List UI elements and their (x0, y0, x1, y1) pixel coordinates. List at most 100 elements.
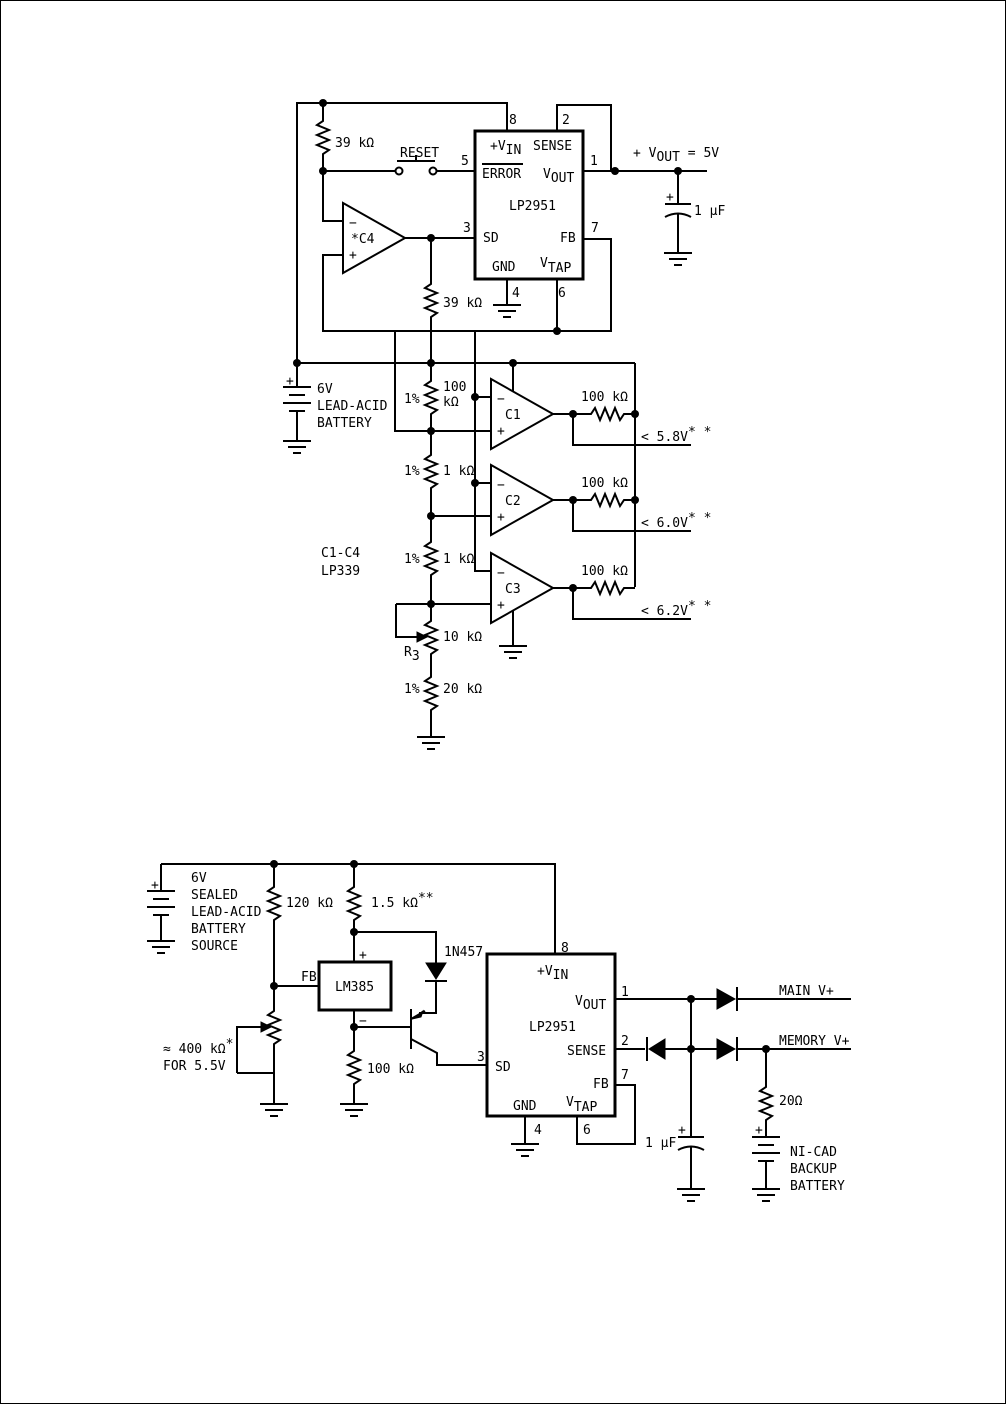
reset-switch: RESET (323, 146, 475, 176)
c4-minus: − (349, 216, 357, 231)
reference-lm385: LM385 FB + − (274, 948, 393, 1029)
divider-20k-pct: 1% (404, 682, 420, 697)
resistor-1k5: 1.5 kΩ** (345, 864, 434, 962)
reg2-pin-4: 4 (534, 1123, 542, 1138)
pin-label-error: ERROR (482, 167, 521, 182)
reference-bus (474, 330, 557, 572)
output-memory: MEMORY V+ (615, 1034, 851, 1061)
pin-label-vin: +VIN (490, 139, 521, 158)
output-main: MAIN V+ (615, 984, 851, 1011)
pin-number-8: 8 (509, 113, 517, 128)
c2-plus: + (497, 510, 505, 525)
resistor-1k5-label: 1.5 kΩ** (371, 891, 434, 911)
c3-label: C3 (505, 582, 521, 597)
reg2-vin: +VIN (537, 964, 568, 983)
reset-label: RESET (400, 146, 439, 161)
transistor (350, 1009, 487, 1066)
output-voltage-label: + VOUT = 5V (633, 146, 719, 165)
pot-400k-label: ≈ 400 kΩ* (163, 1037, 233, 1057)
resistor-39k-sd-label: 39 kΩ (443, 296, 482, 311)
battery-plus: + (286, 374, 294, 389)
resistor-120k: 120 kΩ ≈ 400 kΩ* FOR 5.5V (163, 864, 333, 1117)
regulator-lp2951-2: +VIN VOUT LP2951 SENSE SD FB GND VTAP 8 … (477, 941, 629, 1138)
diode-label: 1N457 (444, 945, 483, 960)
c3-minus: − (497, 566, 505, 581)
resistor-39k-sd: 39 kΩ (422, 238, 482, 363)
regulator-lp2951-1: +VIN SENSE ERROR VOUT LP2951 SD FB GND V… (461, 113, 599, 301)
c1-hyst-label: 100 kΩ (581, 390, 628, 405)
lm385-fb-label: FB (301, 970, 317, 985)
output-capacitor-2: + 1 μF (645, 999, 705, 1202)
pot-r3-label: R3 (404, 645, 420, 664)
battery-type: LEAD-ACID (317, 399, 388, 414)
c2-minus: − (497, 478, 505, 493)
output-capacitor-1: + 1 μF (664, 171, 725, 266)
c3-out-label: < 6.2V* * (641, 599, 711, 619)
pin-label-gnd: GND (492, 260, 516, 275)
divider-100k-pct: 1% (404, 392, 420, 407)
comparator-note-1: C1-C4 (321, 546, 360, 561)
pin-label-fb: FB (560, 231, 576, 246)
pot-10k-label: 10 kΩ (443, 630, 482, 645)
divider-20k-label: 20 kΩ (443, 682, 482, 697)
reg1-ground (493, 279, 521, 318)
backup-l1: NI-CAD (790, 1145, 837, 1160)
c3-plus: + (497, 598, 505, 613)
battery2-l5: SOURCE (191, 939, 238, 954)
resistor-20-label: 20Ω (779, 1094, 803, 1109)
backup-l3: BATTERY (790, 1179, 845, 1194)
lm385-plus: + (359, 948, 367, 963)
c1-label: C1 (505, 408, 521, 423)
backup-battery: 20Ω + NI-CAD BACKUP BATTERY (752, 1049, 845, 1202)
reg2-vtap: VTAP (566, 1095, 597, 1115)
battery2-l4: BATTERY (191, 922, 246, 937)
pin-label-sense: SENSE (533, 139, 572, 154)
comparator-note-2: LP339 (321, 564, 360, 579)
memory-vplus-label: MEMORY V+ (779, 1034, 850, 1049)
reg2-vout: VOUT (575, 994, 606, 1013)
resistor-120k-label: 120 kΩ (286, 896, 333, 911)
reg2-sense: SENSE (567, 1044, 606, 1059)
pin-label-vtap: VTAP (540, 256, 571, 276)
backup-l2: BACKUP (790, 1162, 837, 1177)
pin-number-6: 6 (558, 286, 566, 301)
lm385-minus: − (359, 1014, 367, 1029)
wires-top (296, 99, 707, 363)
battery2-l2: SEALED (191, 888, 238, 903)
c4-label: *C4 (351, 232, 375, 247)
battery2-l3: LEAD-ACID (191, 905, 262, 920)
c2-out-label: < 6.0V* * (641, 511, 711, 531)
divider-1k-b-pct: 1% (404, 552, 420, 567)
comparator-c3: − + C3 100 kΩ < 6.2V* * (490, 551, 711, 659)
pullup-resistor-label: 39 kΩ (335, 136, 374, 151)
reg2-sd: SD (495, 1060, 511, 1075)
divider-1k-b-label: 1 kΩ (443, 552, 474, 567)
cap-plus-sign: + (666, 190, 674, 205)
supply-rail (161, 863, 556, 954)
resistor-100k-label: 100 kΩ (367, 1062, 414, 1077)
lm385-label: LM385 (335, 980, 374, 995)
battery-6v-sealed: + 6V SEALED LEAD-ACID BATTERY SOURCE (147, 864, 262, 954)
reg2-pin-8: 8 (561, 941, 569, 956)
main-vplus-label: MAIN V+ (779, 984, 834, 999)
battery-voltage: 6V (317, 382, 333, 397)
cap2-plus: + (678, 1123, 686, 1138)
reg2-ground (511, 1116, 539, 1157)
fb-vtap-loop (576, 1084, 636, 1145)
battery2-plus: + (151, 878, 159, 893)
reg2-fb: FB (593, 1077, 609, 1092)
comparator-c1: − + C1 100 kΩ < 5.8V* * (490, 363, 711, 451)
divider-1k-a-pct: 1% (404, 464, 420, 479)
reg2-gnd: GND (513, 1099, 537, 1114)
divider-chain: 1% 100 kΩ 1% 1 kΩ 1% 1 kΩ 10 kΩ R3 1% 20… (395, 363, 482, 750)
circuit-battery-monitor: +VIN SENSE ERROR VOUT LP2951 SD FB GND V… (283, 99, 725, 750)
pin-number-3: 3 (463, 221, 471, 236)
comparator-c2: − + C2 100 kΩ < 6.0V* * (490, 463, 711, 537)
comparator-c4: − + *C4 (322, 201, 612, 332)
resistor-100k: 100 kΩ (340, 1027, 414, 1117)
c2-label: C2 (505, 494, 521, 509)
c1-plus: + (497, 424, 505, 439)
divider-1k-a-label: 1 kΩ (443, 464, 474, 479)
